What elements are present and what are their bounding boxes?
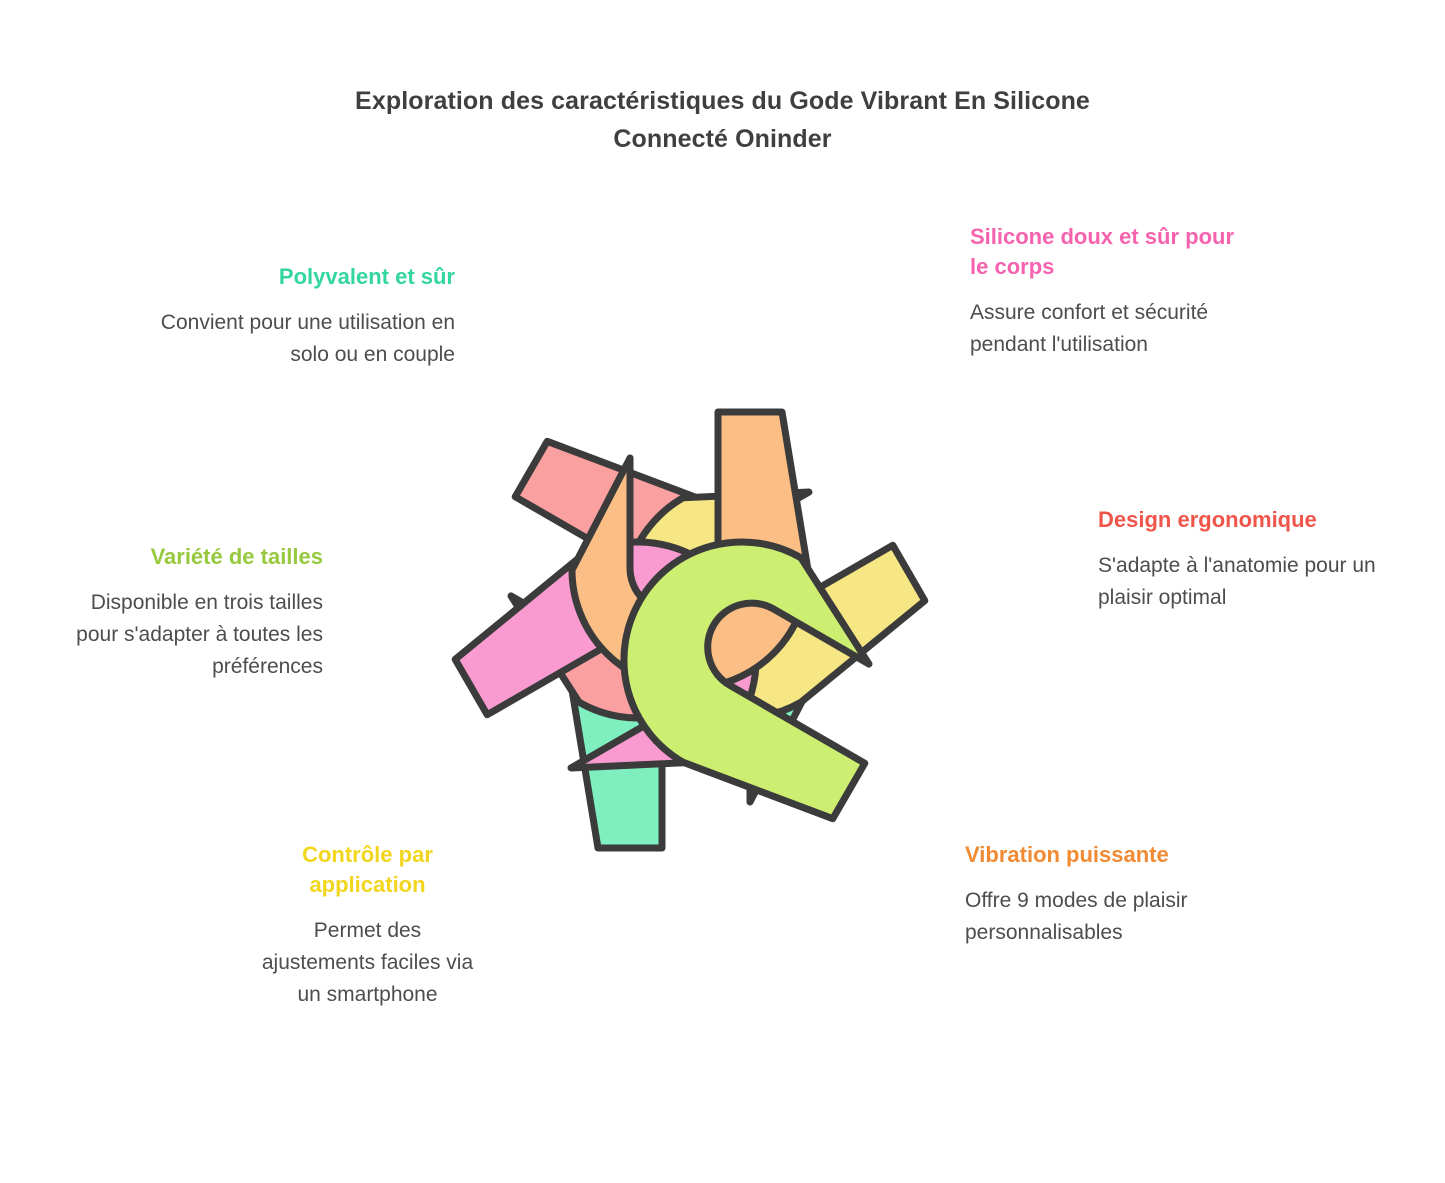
- callout-variete-tailles: Variété de tailles Disponible en trois t…: [48, 542, 323, 683]
- callout-vibration-puissante: Vibration puissante Offre 9 modes de pla…: [965, 840, 1245, 949]
- callout-heading: Silicone doux et sûr pour le corps: [970, 224, 1235, 279]
- callout-controle-application: Contrôle par application Permet des ajus…: [255, 840, 480, 1011]
- callout-body: Disponible en trois tailles pour s'adapt…: [76, 591, 323, 678]
- callout-heading: Variété de tailles: [150, 544, 323, 569]
- callout-polyvalent: Polyvalent et sûr Convient pour une util…: [150, 262, 455, 371]
- page-title-line-2: Connecté Oninder: [613, 125, 832, 153]
- callout-body: Offre 9 modes de plaisir personnalisable…: [965, 889, 1188, 944]
- callout-body: Permet des ajustements faciles via un sm…: [261, 919, 474, 1006]
- callout-heading: Contrôle par application: [302, 842, 433, 897]
- callout-design-ergonomique: Design ergonomique S'adapte à l'anatomie…: [1098, 505, 1393, 614]
- callout-heading: Design ergonomique: [1098, 507, 1317, 532]
- page-title-line-1: Exploration des caractéristiques du Gode…: [355, 87, 1090, 115]
- callout-body: S'adapte à l'anatomie pour un plaisir op…: [1098, 554, 1376, 609]
- page-title: Exploration des caractéristiques du Gode…: [0, 82, 1445, 158]
- knot-petal-group: [442, 412, 938, 848]
- callout-heading: Polyvalent et sûr: [278, 264, 455, 289]
- callout-heading: Vibration puissante: [965, 842, 1169, 867]
- callout-silicone-doux: Silicone doux et sûr pour le corps Assur…: [970, 222, 1255, 361]
- callout-body: Assure confort et sécurité pendant l'uti…: [970, 301, 1209, 356]
- callout-body: Convient pour une utilisation en solo ou…: [160, 311, 455, 366]
